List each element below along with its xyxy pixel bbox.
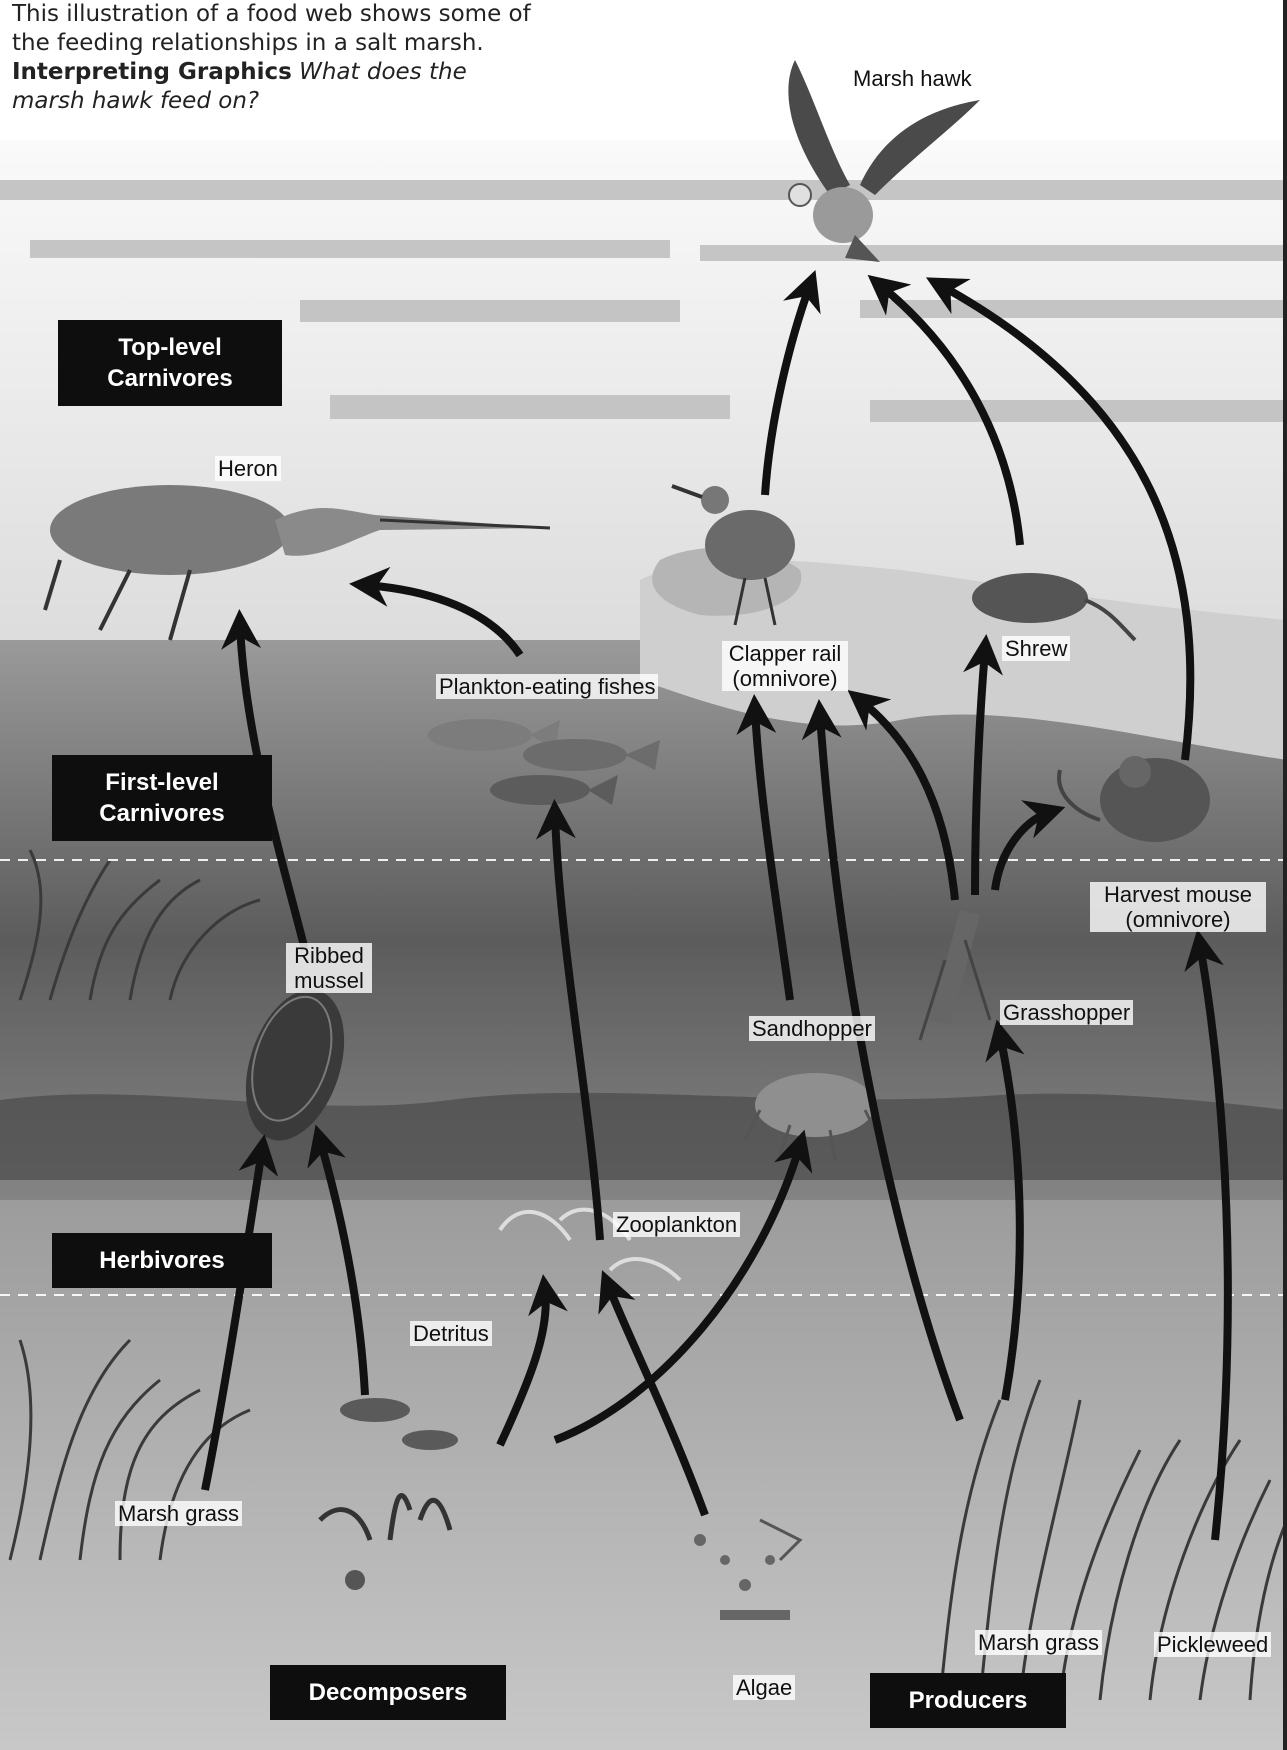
first-level-carnivores-label: First-level Carnivores [52, 755, 272, 841]
detritus-label: Detritus [410, 1321, 492, 1346]
producers-label: Producers [870, 1673, 1066, 1728]
figure-caption: This illustration of a food web shows so… [12, 0, 532, 116]
herbivores-label: Herbivores [52, 1233, 272, 1288]
clapper-rail-label: Clapper rail (omnivore) [722, 641, 848, 691]
decomposers-label: Decomposers [270, 1665, 506, 1720]
ribbed-mussel-label: Ribbed mussel [286, 943, 372, 993]
plankton-eating-fishes-label: Plankton-eating fishes [436, 674, 658, 699]
channel-bottom [0, 1093, 1287, 1180]
top-level-carnivores-label: Top-level Carnivores [58, 320, 282, 406]
shrew-label: Shrew [1002, 636, 1070, 661]
heron-label: Heron [215, 456, 281, 481]
pickleweed-label: Pickleweed [1154, 1632, 1271, 1657]
sandhopper-label: Sandhopper [749, 1016, 875, 1041]
algae-label: Algae [733, 1675, 795, 1700]
marsh-hawk-label: Marsh hawk [850, 66, 975, 91]
caption-text: This illustration of a food web shows so… [12, 1, 531, 56]
marsh-grass-left-label: Marsh grass [115, 1501, 242, 1526]
harvest-mouse-label: Harvest mouse (omnivore) [1090, 882, 1266, 932]
marsh-grass-right-label: Marsh grass [975, 1630, 1102, 1655]
zooplankton-label: Zooplankton [613, 1212, 740, 1237]
grasshopper-label: Grasshopper [1000, 1000, 1133, 1025]
caption-lead-in: Interpreting Graphics [12, 59, 292, 85]
